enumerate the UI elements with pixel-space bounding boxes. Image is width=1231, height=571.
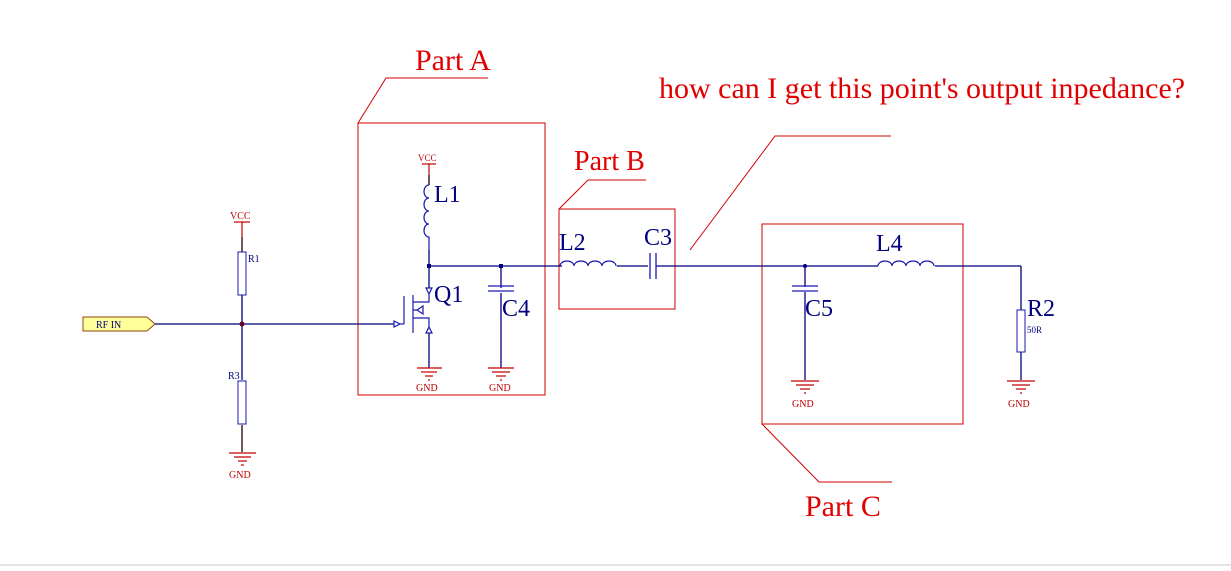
gnd-q1-symbol: [417, 367, 442, 381]
bottom-divider: [0, 564, 1231, 566]
inductor-l1: L1: [423, 182, 461, 250]
junction-drain: [427, 264, 431, 268]
gnd-c4-label: GND: [489, 383, 511, 394]
junction-c5: [803, 264, 807, 268]
r1-ref: R1: [248, 254, 260, 265]
junction-c4: [499, 264, 503, 268]
capacitor-c3: [649, 253, 657, 279]
part-b-box: [558, 208, 676, 310]
resistor-r3: R3: [228, 371, 247, 425]
gnd-c4-symbol: [488, 367, 514, 381]
gnd-q1-label: GND: [416, 383, 438, 394]
gnd-r2-label: GND: [1008, 399, 1030, 410]
rf-in-port: RF IN: [82, 316, 156, 332]
l4-ref: L4: [876, 231, 903, 257]
junction-bias: [239, 321, 245, 327]
port-shape: [82, 316, 156, 332]
resistor-r1: R1: [237, 251, 260, 296]
gnd-c5-symbol: [791, 380, 819, 394]
capacitor-c4: [488, 285, 514, 292]
question-text: how can I get this point's output inpeda…: [659, 72, 1185, 105]
inductor-l4: L4: [876, 231, 935, 267]
part-b-label: Part B: [574, 146, 645, 177]
c4-ref: C4: [502, 296, 530, 322]
part-a-annotation: [357, 77, 546, 396]
r2-ref: R2: [1027, 296, 1055, 322]
gnd-c5-label: GND: [792, 399, 814, 410]
vcc-drain-label: VCC: [418, 153, 437, 163]
q1-ref: Q1: [434, 282, 463, 308]
gnd-r3-symbol: [229, 452, 256, 466]
part-a-box: [357, 122, 546, 396]
l1-ref: L1: [434, 182, 461, 208]
gnd-r2-symbol: [1007, 380, 1035, 394]
part-c-box: [761, 223, 964, 425]
gnd-r3-label: GND: [229, 470, 251, 481]
c3-ref: C3: [644, 225, 672, 251]
part-c-annotation: [761, 223, 964, 483]
resistor-r2: R2 50R: [1016, 296, 1055, 353]
part-c-leader: [761, 423, 892, 483]
part-a-label: Part A: [415, 44, 491, 77]
vcc-drain-symbol: VCC: [418, 153, 437, 175]
l2-ref: L2: [559, 230, 586, 256]
inductor-l2: L2: [559, 230, 617, 267]
transistor-q1: [393, 287, 433, 334]
port-label: RF IN: [96, 320, 121, 331]
part-c-label: Part C: [805, 490, 881, 523]
part-b-leader: [558, 179, 646, 210]
wires: [155, 250, 1022, 380]
vcc-bias-symbol: VCC: [230, 211, 251, 237]
r2-value: 50R: [1027, 325, 1042, 335]
part-b-annotation: [558, 179, 676, 310]
question-pointer-line: [689, 135, 891, 251]
part-a-leader: [357, 77, 488, 124]
capacitor-c5: [792, 285, 818, 292]
r3-ref: R3: [228, 371, 240, 382]
c5-ref: C5: [805, 296, 833, 322]
vcc-bias-label: VCC: [230, 211, 251, 222]
